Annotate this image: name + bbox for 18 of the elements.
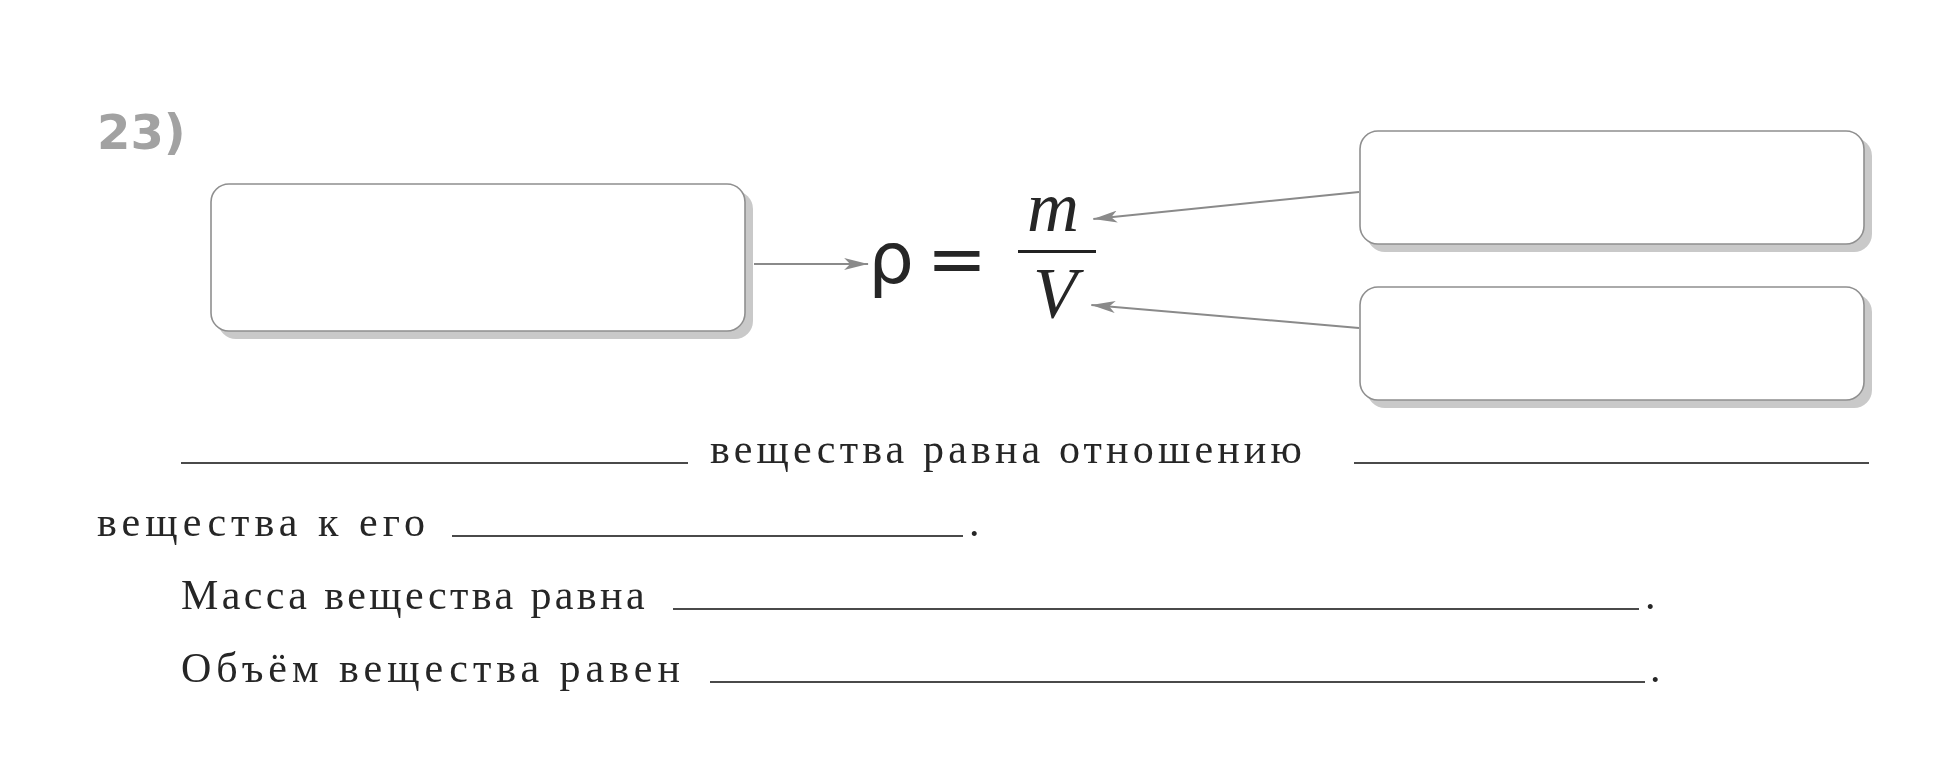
arrow <box>1092 191 1360 223</box>
punctuation: . <box>1645 571 1656 619</box>
sentence-text: вещества к его <box>97 498 430 546</box>
formula-symbol: ρ <box>868 217 914 301</box>
answer-box <box>1359 130 1873 253</box>
sentence-text: вещества равна отношению <box>710 425 1306 473</box>
sentence-text: Объём вещества равен <box>181 644 685 692</box>
punctuation: . <box>969 498 980 546</box>
denominator: V <box>1028 253 1092 334</box>
equals-sign: = <box>926 217 988 301</box>
task-number: 23) <box>97 105 186 162</box>
arrow <box>1090 301 1360 329</box>
punctuation: . <box>1650 644 1661 692</box>
arrow <box>753 258 870 270</box>
answer-box <box>1359 286 1873 409</box>
sentence-text: Масса вещества равна <box>181 571 648 619</box>
numerator: m <box>1022 167 1094 248</box>
answer-box <box>210 183 754 340</box>
